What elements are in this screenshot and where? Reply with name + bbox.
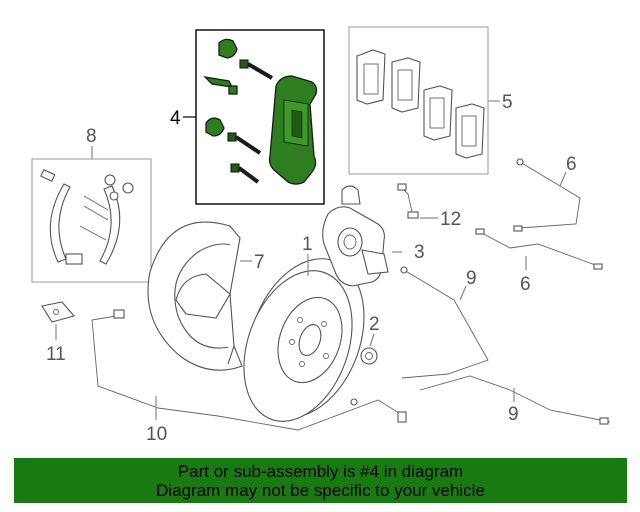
callout-10: 10 — [146, 424, 167, 445]
banner-line-2: Diagram may not be specific to your vehi… — [156, 481, 485, 500]
banner-line-1: Part or sub-assembly is #4 in diagram — [177, 462, 464, 481]
cap-icon — [104, 174, 116, 186]
callout-6b: 6 — [520, 274, 531, 295]
brake-shoe-icon — [49, 183, 71, 263]
callout-12: 12 — [440, 209, 461, 230]
callout-8: 8 — [86, 126, 97, 147]
callout-1: 1 — [302, 234, 313, 255]
callout-6a: 6 — [566, 154, 577, 175]
caliper-group[interactable] — [322, 185, 389, 287]
brake-shoe-icon — [99, 185, 121, 265]
brake-pad-icon — [356, 49, 386, 105]
sensor-wire-upper[interactable] — [513, 158, 581, 232]
info-banner: Part or sub-assembly is #4 in diagram Di… — [14, 458, 627, 503]
caliper-kit-group[interactable] — [195, 29, 325, 205]
bleeder-icon — [341, 185, 361, 205]
piston-icon — [337, 227, 363, 257]
parking-shoe-group[interactable] — [31, 158, 152, 283]
brake-line-icon — [401, 269, 489, 379]
wear-sensor-wire-icon — [519, 161, 581, 229]
cap-icon — [228, 85, 238, 95]
callout-7: 7 — [254, 252, 265, 273]
callout-2: 2 — [369, 314, 380, 335]
adjuster-icon — [65, 253, 83, 265]
bracket-icon — [41, 301, 75, 323]
brake-pad-icon — [455, 103, 485, 159]
screw-icon — [360, 347, 378, 365]
dust-shield-group[interactable] — [147, 221, 243, 371]
guide-pin-boot-icon — [205, 117, 225, 137]
guide-bolt-icon — [227, 132, 262, 155]
guide-pin-boot-icon — [218, 38, 238, 59]
callout-9b: 9 — [508, 404, 519, 425]
parking-cable-group[interactable] — [91, 309, 407, 431]
spring-icon — [79, 195, 109, 241]
guide-bolt-icon — [239, 59, 274, 80]
brake-pads-group[interactable] — [348, 26, 489, 175]
parts-diagram: 4 5 8 7 — [31, 26, 611, 445]
brake-line-icon — [419, 375, 611, 423]
wear-sensor-wire-icon — [479, 231, 599, 267]
sensor-wire-lower[interactable] — [475, 228, 603, 270]
callout-11: 11 — [46, 344, 66, 365]
retaining-screw-group[interactable] — [360, 347, 378, 365]
rotor-center-bore — [298, 324, 322, 356]
brake-hose-upper[interactable] — [400, 266, 489, 379]
rotor-group[interactable] — [224, 242, 384, 436]
callout-9a: 9 — [466, 268, 477, 289]
guide-bolt-icon — [230, 163, 260, 184]
shield-cutout — [175, 273, 231, 319]
callout-4: 4 — [170, 108, 181, 129]
dust-shield-icon — [147, 221, 243, 371]
brake-pad-icon — [423, 85, 453, 141]
callout-5: 5 — [502, 92, 513, 113]
sensor-icon — [407, 211, 419, 219]
sensor-bracket-group[interactable] — [41, 301, 75, 323]
pad-sensor-group[interactable] — [397, 183, 419, 219]
brake-hose-lower[interactable] — [419, 375, 611, 425]
callout-3: 3 — [414, 242, 425, 263]
brake-cable-icon — [91, 315, 405, 431]
brake-pad-icon — [391, 57, 421, 113]
